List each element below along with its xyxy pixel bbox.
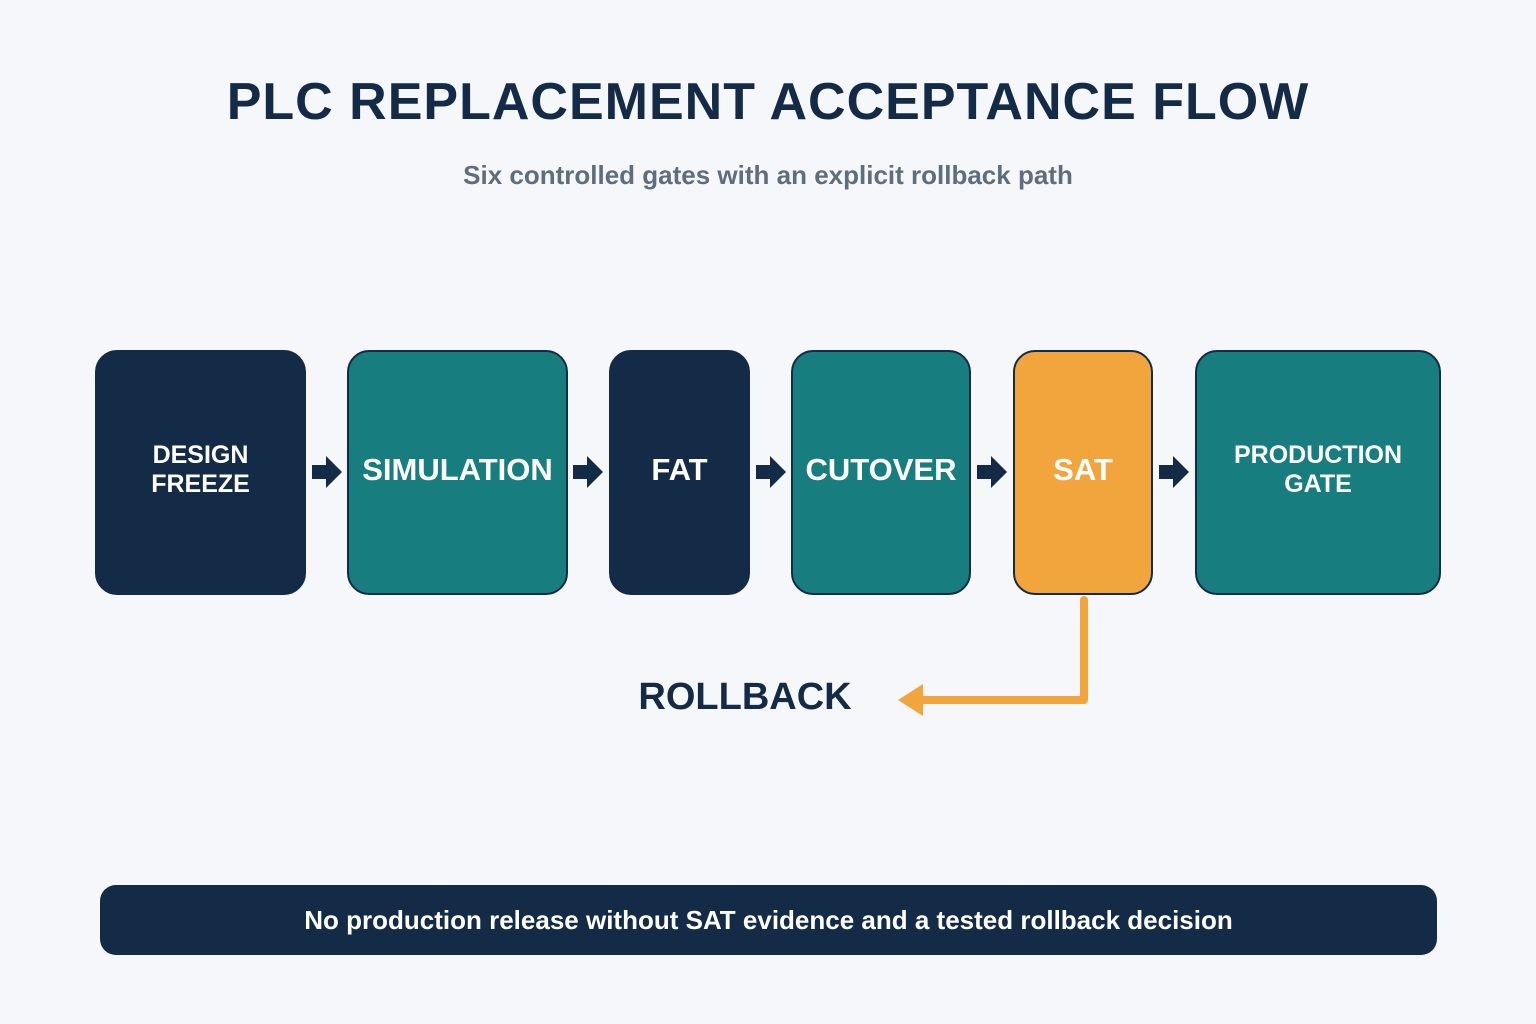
arrow-design-to-simulation bbox=[312, 456, 342, 488]
arrow-simulation-to-fat bbox=[573, 456, 603, 488]
gate-production-gate: PRODUCTION GATE bbox=[1195, 350, 1441, 595]
page-subtitle: Six controlled gates with an explicit ro… bbox=[463, 160, 1073, 190]
arrow-cutover-to-sat bbox=[977, 456, 1007, 488]
footer-text: No production release without SAT eviden… bbox=[304, 904, 1233, 935]
rollback-label: ROLLBACK bbox=[638, 676, 852, 718]
gate-design-freeze: DESIGN FREEZE bbox=[95, 350, 306, 595]
gate-cutover: CUTOVER bbox=[791, 350, 971, 595]
gate-label: CUTOVER bbox=[805, 451, 957, 487]
gate-simulation: SIMULATION bbox=[347, 350, 568, 595]
gate-label: SIMULATION bbox=[362, 451, 553, 487]
gate-label: DESIGN FREEZE bbox=[151, 440, 250, 498]
gate-sat: SAT bbox=[1013, 350, 1153, 595]
gate-fat: FAT bbox=[609, 350, 750, 595]
rollback-path bbox=[914, 596, 1088, 704]
arrow-fat-to-cutover bbox=[756, 456, 786, 488]
gate-label: PRODUCTION GATE bbox=[1233, 440, 1403, 498]
footer-banner: No production release without SAT eviden… bbox=[100, 885, 1437, 955]
gate-label: FAT bbox=[651, 451, 708, 487]
gate-label: SAT bbox=[1053, 451, 1113, 487]
rollback-arrowhead bbox=[898, 684, 923, 716]
arrow-sat-to-production bbox=[1159, 456, 1189, 488]
page-title: PLC REPLACEMENT ACCEPTANCE FLOW bbox=[226, 73, 1310, 131]
